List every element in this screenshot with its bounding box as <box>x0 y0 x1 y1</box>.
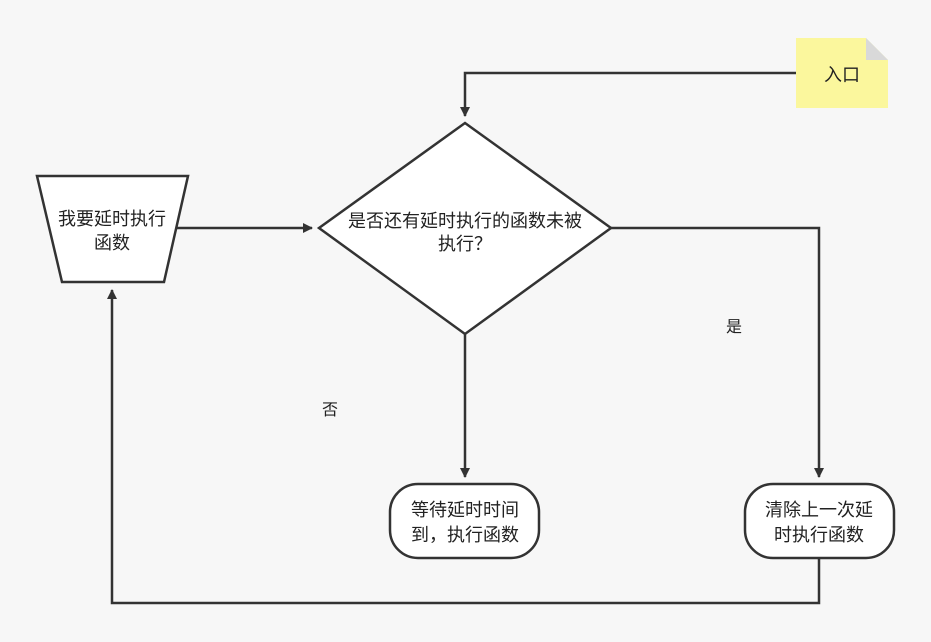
wait-box <box>388 482 541 560</box>
edge-entry-to-decision <box>460 71 796 117</box>
entry-note-label: 入口 <box>824 65 860 86</box>
edge-clear-to-trigger <box>107 289 821 605</box>
trigger-label-line2: 函数 <box>94 233 130 254</box>
decision-diamond <box>316 121 614 336</box>
clear-node: 清除上一次延 时执行函数 <box>743 482 896 560</box>
entry-note: 入口 <box>796 38 888 108</box>
decision-label-line1: 是否还有延时执行的函数未被 <box>348 211 582 232</box>
trigger-label-line1: 我要延时执行 <box>58 209 166 230</box>
clear-label-line1: 清除上一次延 <box>765 500 873 521</box>
entry-note-fold <box>866 38 888 60</box>
decision-node: 是否还有延时执行的函数未被 执行？ <box>316 121 614 336</box>
wait-label-line2: 到，执行函数 <box>411 525 519 546</box>
clear-box <box>743 482 896 560</box>
clear-label-line2: 时执行函数 <box>774 525 864 546</box>
wait-label-line1: 等待延时时间 <box>411 500 519 521</box>
edge-label-no: 否 <box>322 400 338 419</box>
edge-label-yes: 是 <box>726 317 742 336</box>
decision-label-line2: 执行？ <box>438 234 492 255</box>
edge-decision-to-clear <box>611 226 824 478</box>
trigger-node: 我要延时执行 函数 <box>35 174 190 284</box>
edges <box>107 71 824 605</box>
trigger-trapezoid <box>35 174 190 284</box>
entry-note-shape <box>796 38 888 108</box>
wait-node: 等待延时时间 到，执行函数 <box>388 482 541 560</box>
